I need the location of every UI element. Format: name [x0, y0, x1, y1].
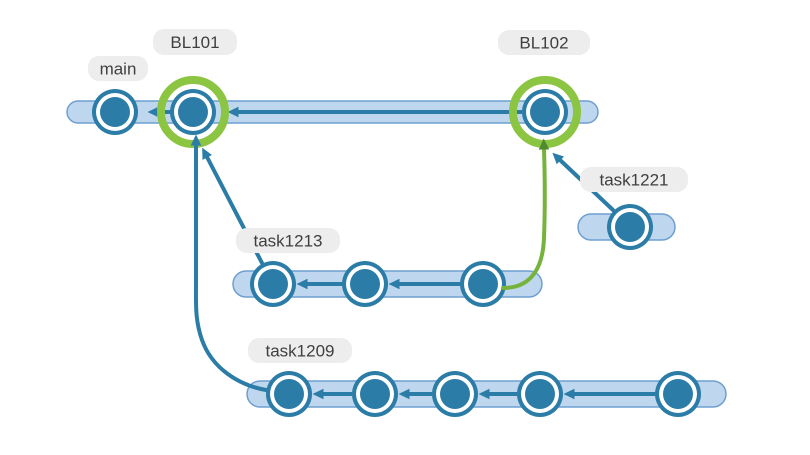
branch-label-bg: [498, 30, 590, 55]
branch-label-bg: [236, 228, 340, 253]
node-core: [274, 379, 304, 409]
node-core: [468, 269, 498, 299]
branch-label-text: BL101: [170, 33, 219, 52]
branch-label-bg: [153, 29, 237, 55]
branch-label-text: task1209: [266, 342, 335, 361]
commit-node-main-0[interactable]: [92, 89, 138, 135]
layer-tracks: [66, 100, 727, 408]
node-core: [178, 97, 208, 127]
branch-label-bg: [580, 167, 688, 192]
commit-node-task1213-1[interactable]: [342, 261, 388, 307]
commit-node-task1213-2[interactable]: [460, 261, 506, 307]
node-core: [350, 269, 380, 299]
branch-label-text: BL102: [519, 34, 568, 53]
commit-node-main-1[interactable]: [157, 76, 229, 148]
merge-arrow-task1213-to-BL102: [501, 138, 550, 290]
commit-node-task1209-2[interactable]: [432, 371, 478, 417]
commit-node-task1213-0[interactable]: [250, 261, 296, 307]
node-core: [663, 379, 693, 409]
commit-node-main-2[interactable]: [509, 76, 581, 148]
commit-node-task1209-4[interactable]: [655, 371, 701, 417]
node-core: [530, 97, 560, 127]
node-core: [525, 379, 555, 409]
branch-label-text: task1221: [600, 171, 669, 190]
layer-nodes: [92, 76, 701, 417]
node-core: [360, 379, 390, 409]
node-core: [440, 379, 470, 409]
layer-labels: main BL101 BL102 task1221 task1213 task1209: [88, 29, 688, 363]
branch-label-main[interactable]: main: [88, 56, 148, 81]
branch-label-task1221[interactable]: task1221: [580, 167, 688, 192]
branch-label-BL101[interactable]: BL101: [153, 29, 237, 55]
commit-node-task1209-0[interactable]: [266, 371, 312, 417]
commit-node-task1221-0[interactable]: [607, 204, 653, 250]
branch-label-text: main: [100, 60, 137, 79]
layer-commit-arrows: [147, 106, 655, 400]
branch-label-BL102[interactable]: BL102: [498, 30, 590, 55]
branch-label-task1213[interactable]: task1213: [236, 228, 340, 253]
node-core: [615, 212, 645, 242]
branch-label-bg: [248, 338, 352, 363]
branch-label-task1209[interactable]: task1209: [248, 338, 352, 363]
commit-node-task1209-1[interactable]: [352, 371, 398, 417]
node-core: [258, 269, 288, 299]
branch-label-text: task1213: [254, 232, 323, 251]
commit-node-task1209-3[interactable]: [517, 371, 563, 417]
node-core: [100, 97, 130, 127]
branch-label-bg: [88, 56, 148, 81]
merge-arrow-task1209-to-BL101: [190, 134, 268, 392]
